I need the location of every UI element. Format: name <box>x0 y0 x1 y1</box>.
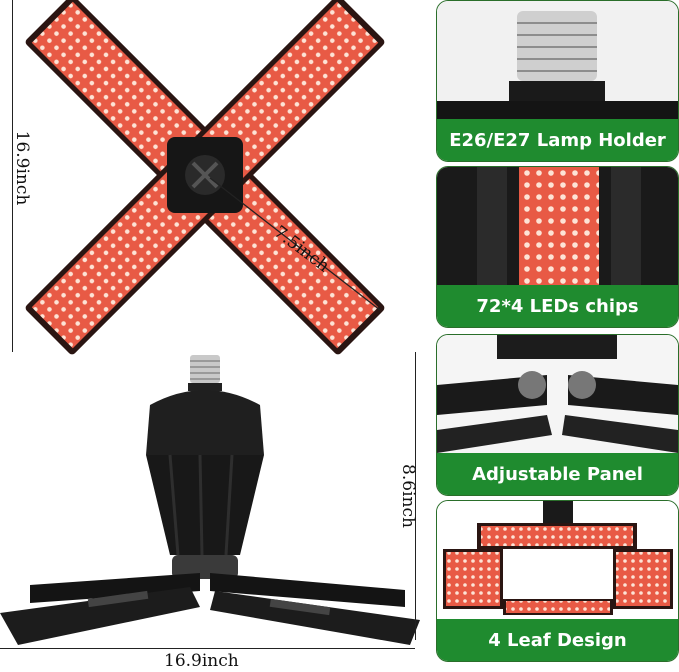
stand-width-label: 16.9inch <box>164 651 239 671</box>
feature-card-lamp-holder: E26/E27 Lamp Holder <box>436 0 679 162</box>
feature-label-led-chips: 72*4 LEDs chips <box>437 285 678 327</box>
lamp-base-photo-icon <box>437 1 678 121</box>
led-panel-photo-icon <box>437 167 678 287</box>
feature-label-adjustable: Adjustable Panel <box>437 453 678 495</box>
height-dimension-line <box>12 0 13 352</box>
lamp-side-view <box>0 355 420 645</box>
lamp-top-view <box>25 0 385 355</box>
feature-label-lamp-holder: E26/E27 Lamp Holder <box>437 119 678 161</box>
panel-length-line <box>209 177 381 311</box>
stand-height-label: 8.6inch <box>398 464 418 528</box>
feature-label-four-leaf: 4 Leaf Design <box>437 619 678 661</box>
feature-card-four-leaf: 4 Leaf Design <box>436 500 679 662</box>
panel-height-label: 16.9inch <box>12 130 32 206</box>
feature-card-led-chips: 72*4 LEDs chips <box>436 166 679 328</box>
hinge-photo-icon <box>437 335 678 455</box>
stand-height-line <box>415 352 416 640</box>
feature-card-adjustable: Adjustable Panel <box>436 334 679 496</box>
four-leaf-photo-icon <box>437 501 678 621</box>
stand-width-line <box>0 648 415 649</box>
